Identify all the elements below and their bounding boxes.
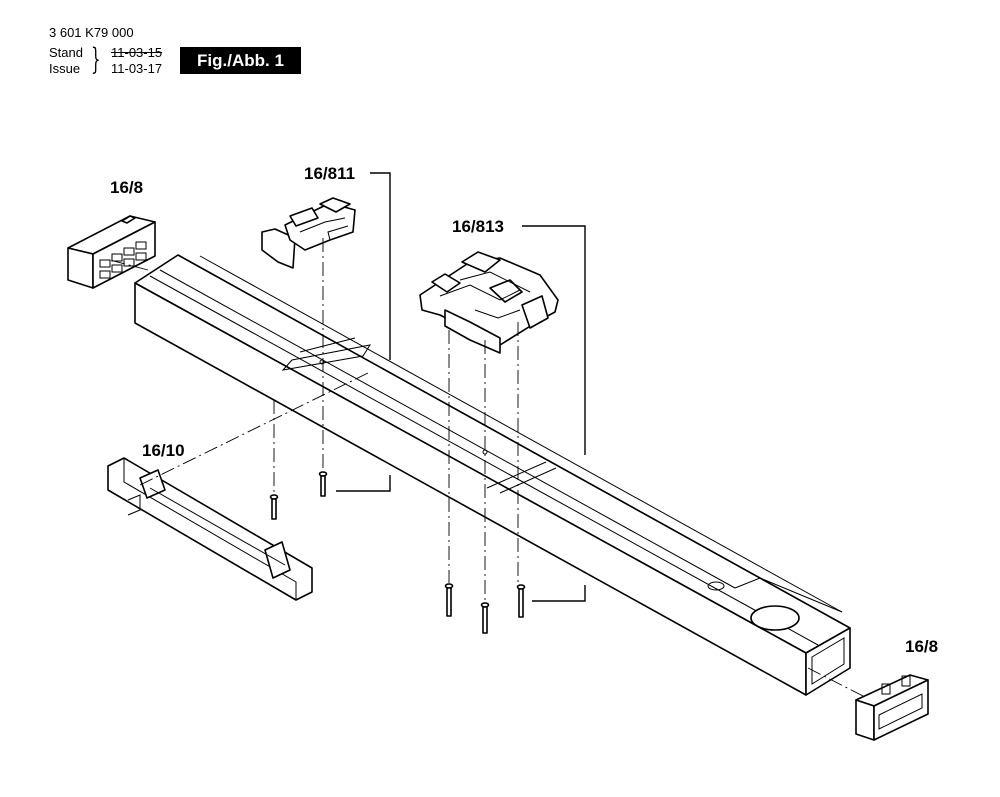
- callout-end-cap-left: 16/8: [110, 178, 143, 197]
- side-rail: [107, 457, 313, 601]
- end-cap-right: [855, 674, 929, 741]
- brace-glyph: }: [91, 42, 101, 77]
- screw-4: [480, 602, 490, 634]
- leader-lines: [336, 172, 586, 602]
- screw-3: [444, 583, 454, 617]
- issue-label: Issue: [49, 61, 81, 76]
- main-rail: [134, 254, 851, 696]
- issue-date: 11-03-17: [111, 61, 163, 76]
- callout-bracket-small: 16/811: [304, 164, 355, 183]
- stand-date: 11-03-15: [111, 45, 163, 60]
- bracket-small: [261, 197, 356, 269]
- figure-badge: Fig./Abb. 1: [180, 47, 301, 74]
- screw-1: [269, 494, 279, 520]
- callout-side-rail: 16/10: [142, 441, 185, 460]
- screw-5: [516, 584, 526, 618]
- end-cap-left: [67, 215, 156, 289]
- assembly-lines: [109, 238, 866, 698]
- screws: [269, 471, 526, 634]
- screw-2: [318, 471, 328, 497]
- carriage: [419, 251, 559, 354]
- callout-carriage: 16/813: [452, 217, 504, 236]
- callout-end-cap-right: 16/8: [905, 637, 938, 656]
- part-number: 3 601 K79 000: [49, 25, 134, 40]
- stand-label: Stand: [49, 45, 83, 60]
